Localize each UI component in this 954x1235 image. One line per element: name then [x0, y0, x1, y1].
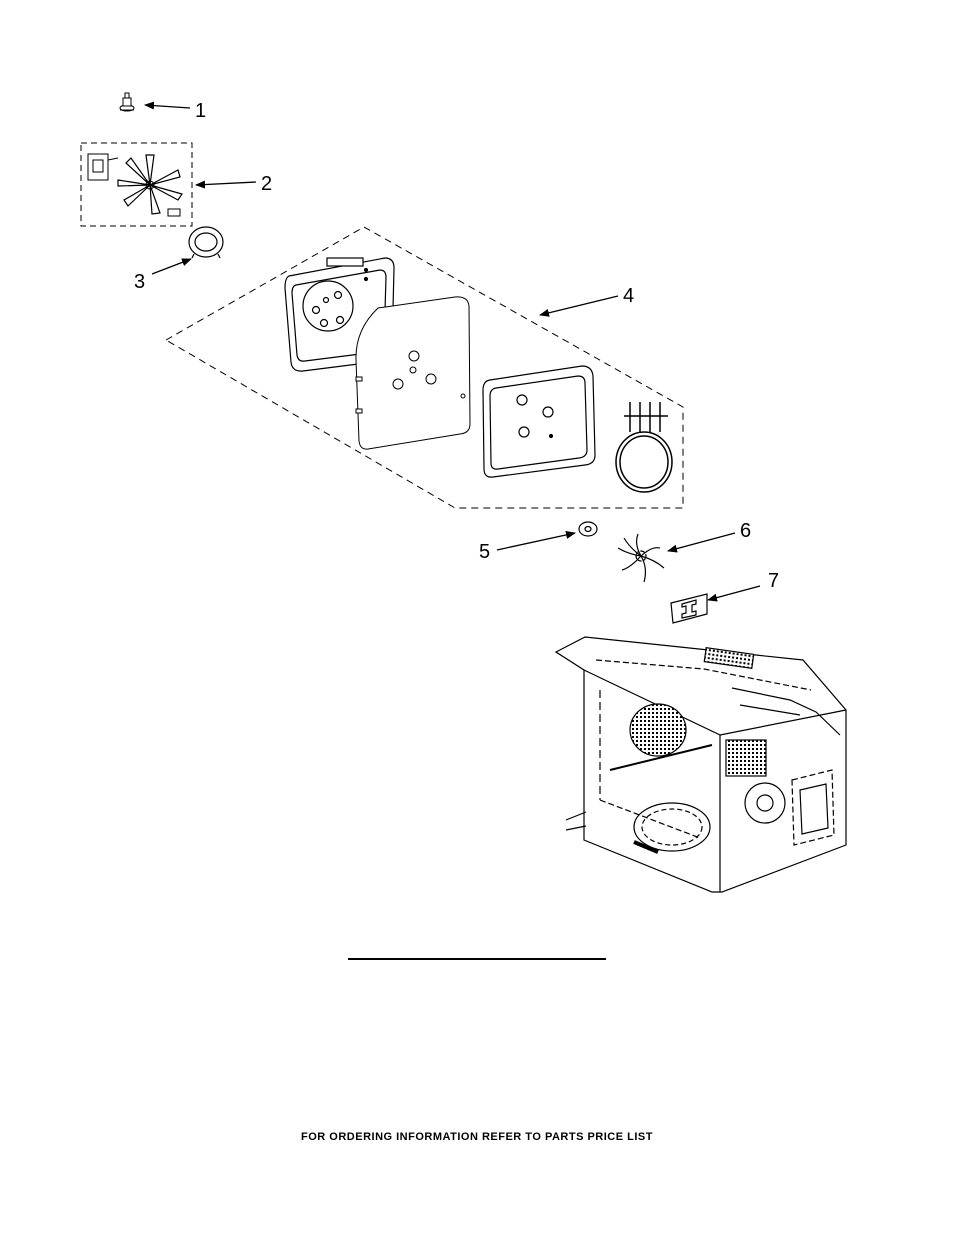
callout-4: 4: [623, 285, 634, 307]
arrow-6: [667, 532, 736, 553]
part-4-enclosure: [164, 226, 684, 509]
arrow-5: [496, 531, 576, 551]
arrow-4: [539, 295, 619, 317]
arrow-2: [195, 180, 257, 189]
callout-5: 5: [479, 541, 490, 563]
part-3-ring: [188, 226, 224, 259]
arrow-1: [144, 101, 191, 110]
separator-rule: [348, 958, 606, 960]
callout-arrows: [144, 101, 761, 602]
callout-3: 3: [134, 271, 145, 293]
footer-note: FOR ORDERING INFORMATION REFER TO PARTS …: [301, 1131, 653, 1143]
part-6-fan-blade: [617, 533, 665, 583]
callout-2: 2: [261, 173, 272, 195]
oven-cavity-chassis: [554, 636, 847, 893]
part-5-washer: [578, 521, 598, 537]
arrow-7: [707, 585, 761, 602]
part-7-clip: [670, 593, 708, 624]
callout-6: 6: [740, 520, 751, 542]
part-1-sensor: [119, 92, 135, 112]
part-4-cover-plate: [355, 296, 471, 450]
part-4-front-baffle: [482, 365, 596, 478]
callout-7: 7: [768, 570, 779, 592]
arrow-3: [151, 258, 192, 275]
callout-1: 1: [195, 100, 206, 122]
part-4-heating-element: [615, 402, 673, 493]
part-2-motor-assembly: [80, 142, 193, 227]
callout-labels: 1 2 3 4 5 6 7: [134, 100, 779, 592]
